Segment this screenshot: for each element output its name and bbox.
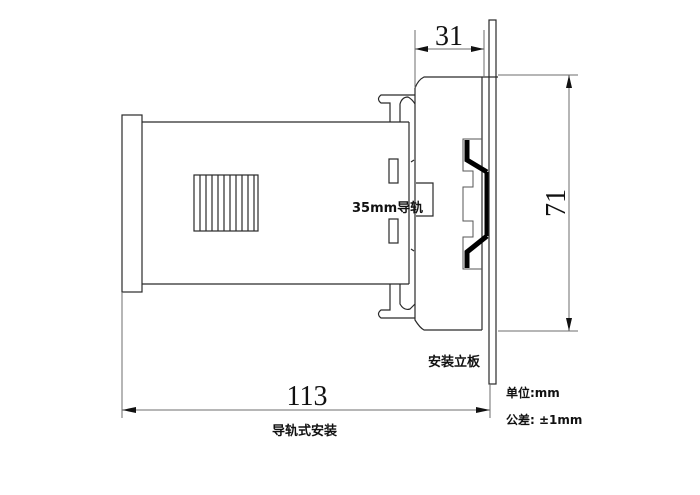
dimension-113-label: 113: [287, 381, 328, 412]
mounting-panel: [488, 19, 497, 385]
dimension-71-label: 71: [541, 189, 572, 217]
main-housing: [142, 121, 410, 285]
vent-grille: [193, 174, 259, 232]
rail-label: 35mm导轨: [352, 200, 423, 216]
dimension-71: 71: [498, 74, 578, 332]
title-label: 导轨式安装: [272, 423, 337, 439]
front-bezel: [121, 114, 143, 293]
dimension-113: 113: [121, 292, 491, 418]
dimension-31-label: 31: [435, 21, 463, 52]
tolerance-label: 公差: ±1mm: [506, 412, 582, 427]
unit-label: 单位:mm: [506, 385, 560, 400]
rail-adapter: [410, 76, 498, 331]
rail-slots: [388, 158, 399, 244]
dimension-31: 31: [414, 21, 485, 88]
top-clip: [377, 94, 416, 122]
bottom-clip: [377, 284, 416, 319]
panel-label: 安装立板: [428, 354, 481, 370]
din-rail: [462, 138, 490, 270]
